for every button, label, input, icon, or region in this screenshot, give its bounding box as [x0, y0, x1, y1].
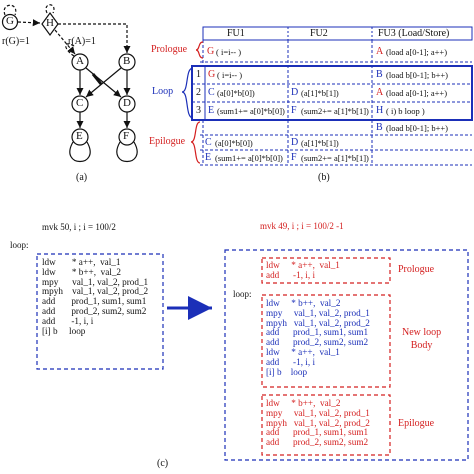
loop-fu3-text: (load a[0-1]; a++) — [386, 88, 448, 98]
loop-fu3-letter: H — [376, 105, 384, 116]
header-fu2: FU2 — [310, 28, 328, 39]
code-boxes — [36, 249, 469, 461]
loop-fu2-letter: D — [291, 87, 299, 98]
left-mvk-line: mvk 50, i ; i = 100/2 — [42, 222, 116, 232]
node-a-label: A — [76, 55, 84, 67]
label-prologue: Prologue — [151, 44, 188, 55]
node-h-label: H — [46, 17, 54, 29]
node-h-diamond — [41, 11, 59, 37]
loop-fu2-text: (a[1]*b[1]) — [301, 88, 339, 98]
caption-a: (a) — [76, 172, 88, 183]
prologue-box — [261, 257, 391, 284]
loop-fu2-letter: F — [291, 105, 297, 116]
loop-row-num: 3 — [196, 105, 201, 116]
loop-fu1-letter: G — [208, 69, 216, 80]
loop-fu3-letter: A — [376, 87, 384, 98]
epilogue-side-label: Epilogue — [398, 418, 435, 429]
left-loop-box — [36, 253, 164, 370]
dependency-graph — [1, 4, 138, 162]
epilogue-fu1-letter: C — [205, 137, 212, 148]
loop-fu2-text: (sum2+= a[1]*b[1]) — [301, 106, 369, 116]
prologue-side-label: Prologue — [398, 264, 435, 275]
loop-fu1-text: ( i=i-- ) — [217, 70, 243, 80]
loop-fu1-letter: E — [208, 105, 215, 116]
node-b-label: B — [123, 55, 131, 67]
node-f-circle — [118, 128, 136, 146]
node-d-label: D — [123, 97, 131, 109]
node-c-label: C — [76, 97, 84, 109]
caption-b: (b) — [318, 172, 330, 183]
left-loop-label: loop: — [10, 240, 29, 250]
loop-fu3-text: ( i) b loop ) — [386, 106, 425, 116]
loop-fu3-letter: B — [376, 69, 383, 80]
rg-label: r(G)=1 — [2, 36, 30, 47]
epilogue-fu2-letter: F — [291, 152, 297, 163]
epilogue-fu1-text: (a[0]*b[0]) — [215, 138, 253, 148]
prologue-fu3-letter: A — [376, 46, 384, 57]
label-loop: Loop — [152, 86, 174, 97]
body-side-label: New loop Body — [402, 327, 442, 351]
header-fu1: FU1 — [227, 28, 245, 39]
node-g-circle — [1, 13, 19, 31]
loop-fu1-text: (a[0]*b[0]) — [217, 88, 255, 98]
prologue-fu3-text: (load a[0-1]; a++) — [386, 47, 448, 57]
epilogue-fu1-letter: E — [205, 152, 212, 163]
loop-fu1-letter: C — [208, 87, 215, 98]
label-epilogue: Epilogue — [149, 136, 186, 147]
epilogue-fu3-text: (load b[0-1]; b++) — [386, 123, 448, 133]
right-loop-label: loop: — [233, 289, 252, 299]
node-e-label: E — [76, 130, 83, 142]
node-f-label: F — [123, 130, 130, 142]
ra-label: r(A)=1 — [68, 36, 96, 47]
loop-row-num: 1 — [196, 69, 201, 80]
schedule-table-lines — [181, 26, 473, 166]
loop-fu1-text: (sum1+= a[0]*b[0]) — [217, 106, 285, 116]
prologue-fu1-text: ( i=i-- ) — [216, 47, 242, 57]
prologue-code: ldw * a++, val_1 add -1, i, i — [266, 260, 340, 280]
loop-row-num: 2 — [196, 87, 201, 98]
epilogue-fu2-text: (sum2+= a[1]*b[1]) — [301, 153, 369, 163]
epilogue-box — [261, 394, 391, 456]
epilogue-fu3-letter: B — [376, 122, 383, 133]
prologue-fu1-letter: G — [207, 46, 215, 57]
right-mvk-line: mvk 49, i ; i = 100/2 -1 — [260, 221, 344, 231]
loop-fu3-text: (load b[0-1]; b++) — [386, 70, 448, 80]
header-fu3: FU3 (Load/Store) — [378, 28, 450, 39]
epilogue-fu2-text: (a[1]*b[1]) — [301, 138, 339, 148]
body-code: ldw * b++, val_2 mpy val_1, val_2, prod_… — [266, 298, 370, 377]
epilogue-fu2-letter: D — [291, 137, 299, 148]
epilogue-code: ldw * b++, val_2 mpy val_1, val_2, prod_… — [266, 398, 370, 448]
node-e-circle — [71, 128, 89, 146]
caption-c: (c) — [157, 458, 169, 469]
left-loop-body: ldw * a++, val_1 ldw * b++, val_2 mpy va… — [42, 257, 149, 336]
epilogue-fu1-text: (sum1+= a[0]*b[0]) — [215, 153, 283, 163]
right-outer-box — [224, 249, 469, 461]
body-box — [261, 294, 391, 388]
node-g-label: G — [6, 15, 14, 27]
